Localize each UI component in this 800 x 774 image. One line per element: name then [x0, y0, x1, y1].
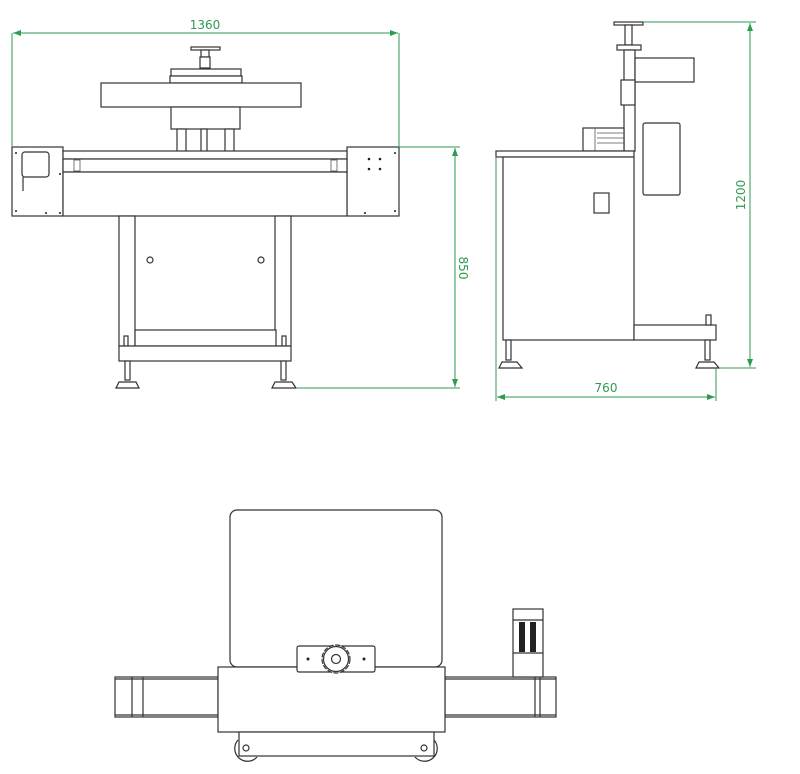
top-view	[114, 509, 557, 762]
adjustment-knob-icon	[321, 644, 351, 674]
top-plate-lower	[169, 75, 243, 84]
conveyor-rail	[62, 150, 348, 160]
left-leg	[118, 215, 136, 347]
motor	[582, 127, 625, 152]
right-conveyor	[444, 676, 557, 718]
induction-head	[642, 122, 681, 196]
lower-plate	[134, 329, 277, 347]
dimension-label: 850	[456, 257, 470, 280]
dimension-height: 850	[296, 146, 470, 389]
side-view: 760 1200	[495, 21, 756, 401]
dimension-label: 1200	[734, 180, 748, 211]
right-leg	[274, 215, 292, 347]
top-plate	[170, 68, 242, 77]
right-end-box	[346, 146, 400, 217]
cabinet	[502, 156, 635, 341]
cabinet-window	[593, 192, 610, 214]
left-end-box	[11, 146, 64, 217]
conveyor-rail-lower	[62, 158, 348, 173]
column-collar	[620, 79, 636, 106]
panel-hole	[146, 256, 154, 264]
center-block	[217, 666, 446, 733]
dimension-label: 1360	[190, 18, 221, 32]
sealing-head	[100, 82, 302, 108]
dimension-total-height: 1200	[643, 21, 756, 369]
sealing-head-cover	[229, 509, 443, 668]
conveyor-body	[62, 171, 348, 217]
dimension-width: 1360	[11, 18, 400, 147]
table-top	[495, 150, 635, 158]
leveling-feet	[498, 339, 721, 369]
dimension-label: 760	[595, 381, 618, 395]
front-view: 1360 850	[11, 18, 470, 389]
control-box-outline	[21, 151, 50, 178]
left-conveyor	[114, 676, 219, 718]
leveling-feet	[115, 360, 298, 389]
base-frame	[118, 345, 292, 362]
lower-bracket	[234, 731, 438, 762]
sensor-box	[634, 57, 695, 83]
head-mount	[170, 106, 241, 130]
handwheel	[190, 46, 221, 69]
base-extension	[633, 324, 717, 341]
conveyor-motor	[512, 608, 544, 678]
panel-hole	[257, 256, 265, 264]
dimension-depth: 760	[495, 157, 717, 401]
